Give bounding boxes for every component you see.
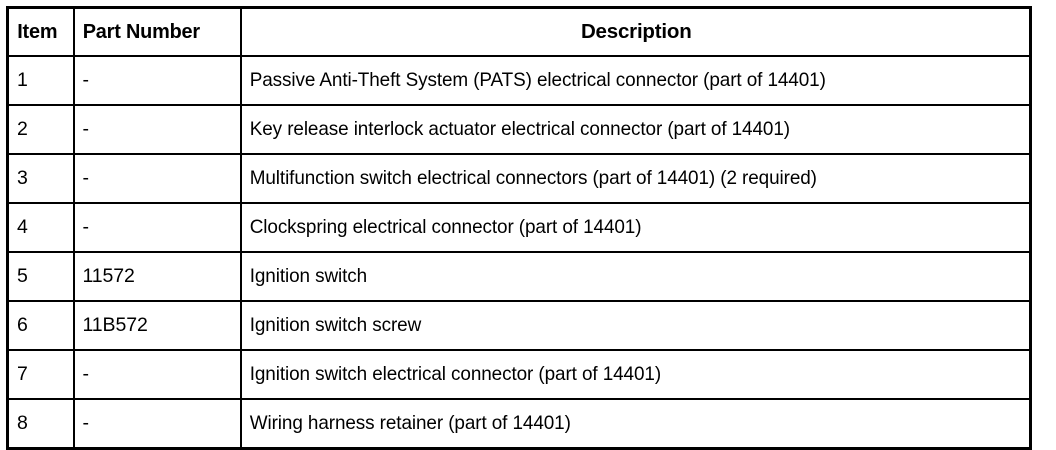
cell-item: 5	[6, 251, 75, 302]
cell-part-number: -	[72, 55, 242, 106]
cell-item: 3	[6, 153, 75, 204]
cell-item: 7	[6, 349, 75, 400]
cell-part-number: 11B572	[72, 300, 242, 351]
table-header-row: Item Part Number Description	[6, 6, 1032, 57]
cell-description: Clockspring electrical connector (part o…	[239, 202, 1008, 253]
cell-part-number: -	[72, 153, 242, 204]
table-row: 3-Multifunction switch electrical connec…	[6, 153, 1031, 204]
cell-description: Ignition switch electrical connector (pa…	[239, 349, 1008, 400]
table-row: 4-Clockspring electrical connector (part…	[6, 202, 1031, 253]
cell-item: 1	[6, 55, 75, 106]
table-row: 7-Ignition switch electrical connector (…	[6, 349, 1031, 400]
column-header-description: Description	[239, 6, 1032, 57]
cell-part-number: -	[72, 398, 242, 450]
cell-description: Ignition switch screw	[239, 300, 1008, 351]
column-header-item: Item	[6, 6, 73, 57]
parts-legend-table: Item Part Number Description 1-Passive A…	[6, 6, 1032, 450]
cell-item: 6	[6, 300, 75, 351]
cell-item: 2	[6, 104, 75, 155]
table-header: Item Part Number Description	[6, 6, 1032, 57]
cell-description: Multifunction switch electrical connecto…	[239, 153, 1008, 204]
cell-part-number: -	[72, 349, 242, 400]
cell-part-number: -	[72, 202, 242, 253]
cell-item: 4	[6, 202, 75, 253]
cell-part-number: -	[72, 104, 242, 155]
column-header-part-number: Part Number	[72, 6, 237, 57]
cell-description: Passive Anti-Theft System (PATS) electri…	[239, 55, 1008, 106]
table-row: 2-Key release interlock actuator electri…	[6, 104, 1031, 155]
cell-item: 8	[6, 398, 75, 450]
table-body: 1-Passive Anti-Theft System (PATS) elect…	[6, 55, 1031, 450]
cell-description: Ignition switch	[239, 251, 1008, 302]
cell-description: Key release interlock actuator electrica…	[239, 104, 1008, 155]
cell-description: Wiring harness retainer (part of 14401)	[239, 398, 1008, 450]
table-row: 1-Passive Anti-Theft System (PATS) elect…	[6, 55, 1031, 106]
cell-part-number: 11572	[72, 251, 242, 302]
table-row: 8-Wiring harness retainer (part of 14401…	[6, 398, 1031, 450]
